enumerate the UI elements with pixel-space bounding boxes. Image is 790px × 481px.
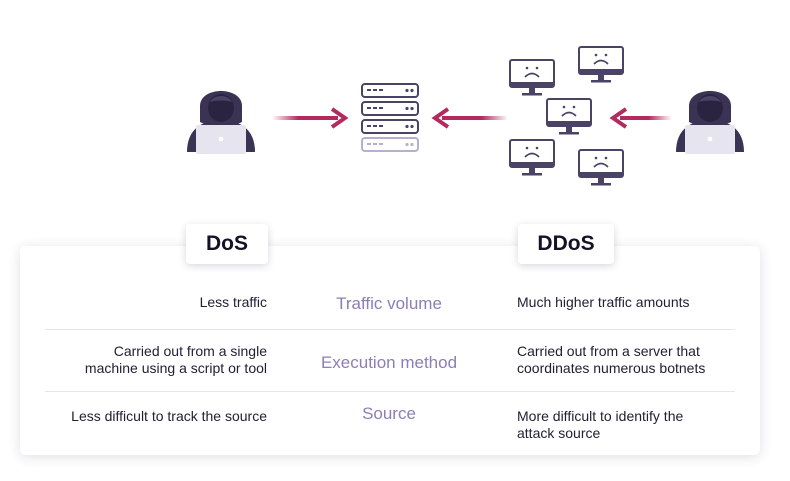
sad-monitor-icon bbox=[546, 98, 592, 135]
sad-monitor-icon bbox=[509, 59, 555, 96]
ddos-source-line-2: attack source bbox=[517, 425, 601, 441]
server-rack-icon bbox=[361, 83, 419, 152]
dos-execution-line-2: machine using a script or tool bbox=[84, 360, 267, 376]
criterion-execution-method: Execution method bbox=[320, 353, 458, 372]
hooded-attacker-ddos-icon bbox=[676, 91, 744, 154]
dos-execution-line-1: Carried out from a single bbox=[113, 343, 267, 359]
comparison-table bbox=[20, 246, 760, 455]
sad-monitor-icon bbox=[578, 46, 624, 83]
ddos-execution-line-2: coordinates numerous botnets bbox=[517, 360, 706, 376]
row-divider bbox=[45, 391, 735, 392]
hooded-attacker-dos-icon bbox=[187, 91, 255, 154]
ddos-execution-cell: Carried out from a server that coordinat… bbox=[517, 343, 747, 377]
dos-source-cell: Less difficult to track the source bbox=[71, 408, 267, 424]
criterion-source: Source bbox=[362, 404, 416, 423]
sad-monitor-icon bbox=[509, 139, 555, 176]
dos-traffic-cell: Less traffic bbox=[199, 294, 267, 310]
ddos-source-line-1: More difficult to identify the bbox=[517, 408, 684, 424]
dos-header: DoS bbox=[186, 224, 268, 264]
criterion-traffic-volume: Traffic volume bbox=[336, 294, 442, 313]
dos-execution-cell: Carried out from a single machine using … bbox=[27, 343, 267, 377]
sad-monitor-icon bbox=[578, 149, 624, 186]
arrow-left-icon bbox=[431, 107, 508, 129]
ddos-traffic-cell: Much higher traffic amounts bbox=[517, 294, 690, 310]
ddos-source-cell: More difficult to identify the attack so… bbox=[517, 408, 747, 442]
arrow-left-icon bbox=[609, 107, 672, 129]
arrow-right-icon bbox=[272, 107, 349, 129]
ddos-execution-line-1: Carried out from a server that bbox=[517, 343, 700, 359]
ddos-header: DDoS bbox=[518, 224, 614, 264]
row-divider bbox=[45, 329, 735, 330]
